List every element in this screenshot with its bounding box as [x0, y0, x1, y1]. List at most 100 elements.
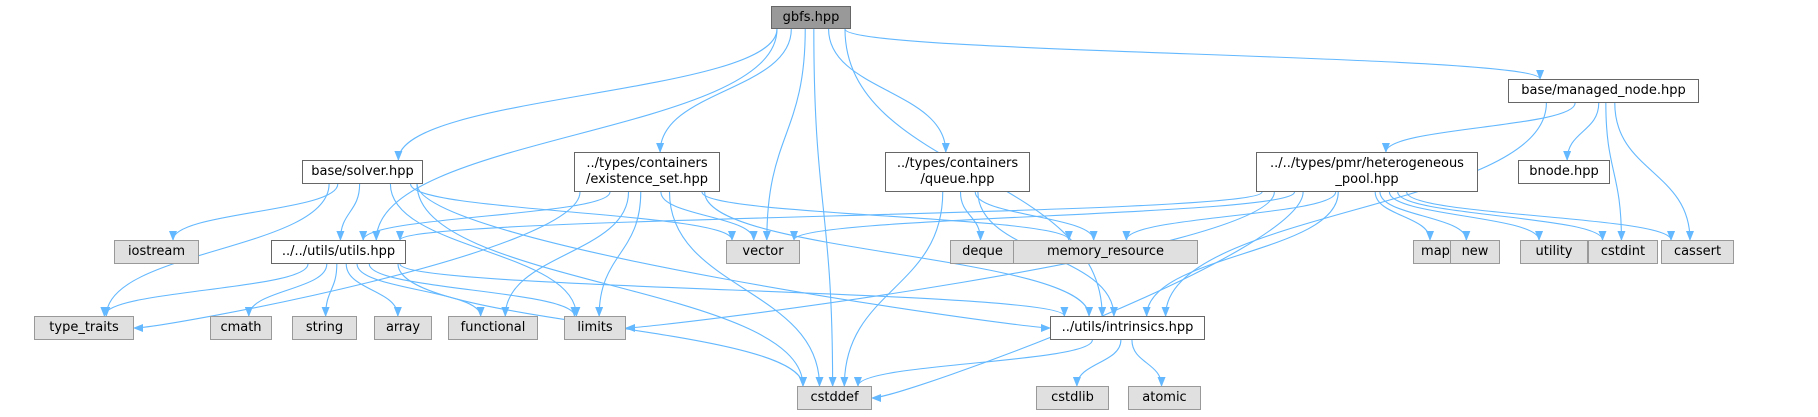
- edge-existence-set-to-limits: [595, 191, 642, 317]
- edge-heterogeneous-pool-to-utils: [396, 191, 1263, 241]
- node-string: string: [292, 316, 357, 340]
- node-label-line: deque: [962, 244, 1003, 259]
- node-label-line: _pool.hpp: [1335, 172, 1399, 187]
- edge-intrinsics-to-cstddef: [854, 339, 1093, 387]
- node-gbfs[interactable]: gbfs.hpp: [771, 6, 851, 29]
- node-array: array: [374, 316, 432, 340]
- edge-utils-to-intrinsics: [399, 263, 1069, 317]
- dependency-edges: [100, 28, 1694, 402]
- node-label-line: cmath: [220, 320, 262, 335]
- node-label-line: utility: [1535, 244, 1573, 259]
- node-label-line: cstdlib: [1051, 390, 1094, 405]
- node-label-line: base/solver.hpp: [311, 164, 414, 179]
- edge-solver-to-iostream: [169, 183, 339, 241]
- edge-existence-set-to-utils: [359, 191, 611, 241]
- edge-utils-to-functional: [356, 263, 485, 317]
- node-label-line: bnode.hpp: [1529, 164, 1599, 179]
- edge-heterogeneous-pool-to-intrinsics: [1142, 191, 1339, 317]
- edge-gbfs-to-utils: [372, 28, 778, 241]
- node-label-line: ../utils/intrinsics.hpp: [1061, 320, 1194, 335]
- edge-queue-to-deque: [959, 191, 985, 241]
- edge-gbfs-to-vector: [762, 28, 806, 241]
- node-label-line: limits: [577, 320, 613, 335]
- node-limits: limits: [564, 316, 626, 340]
- edge-heterogeneous-pool-to-limits: [625, 191, 1275, 332]
- node-cmath: cmath: [210, 316, 272, 340]
- edge-managed-node-to-cassert: [1614, 102, 1694, 241]
- node-existence-set[interactable]: ../types/containers/existence_set.hpp: [574, 152, 720, 192]
- edge-heterogeneous-pool-to-new: [1379, 191, 1471, 241]
- node-utility: utility: [1520, 240, 1588, 264]
- node-label-line: ../../utils/utils.hpp: [281, 244, 396, 259]
- edge-heterogeneous-pool-to-map: [1374, 191, 1434, 241]
- edge-solver-to-vector: [410, 183, 736, 241]
- node-label-line: /queue.hpp: [920, 172, 995, 187]
- edge-heterogeneous-pool-to-utility: [1388, 191, 1543, 241]
- edge-managed-node-to-bnode: [1563, 102, 1600, 161]
- edge-managed-node-to-heterogeneous-pool: [1381, 102, 1576, 153]
- edge-solver-to-intrinsics: [416, 183, 1051, 332]
- edge-existence-set-to-vector: [660, 191, 758, 241]
- node-new: new: [1450, 240, 1500, 264]
- edge-utils-to-cmath: [244, 263, 328, 317]
- node-type-traits: type_traits: [34, 316, 134, 340]
- edge-heterogeneous-pool-to-vector: [790, 191, 1296, 241]
- node-atomic: atomic: [1128, 386, 1201, 410]
- edge-queue-to-cstddef: [840, 191, 944, 387]
- node-label-line: map: [1421, 244, 1450, 259]
- edge-utils-to-array: [345, 263, 402, 317]
- edge-managed-node-to-cstdint: [1605, 102, 1626, 241]
- node-label-line: array: [385, 320, 421, 335]
- node-label-line: functional: [460, 320, 526, 335]
- node-cstddef: cstddef: [797, 386, 872, 410]
- edge-intrinsics-to-atomic: [1131, 339, 1166, 387]
- node-cstdint: cstdint: [1588, 240, 1658, 264]
- edge-gbfs-to-cstddef: [813, 28, 837, 387]
- edge-solver-to-type-traits: [102, 183, 330, 317]
- node-label-line: base/managed_node.hpp: [1521, 83, 1686, 98]
- edge-existence-set-to-memory-resource: [701, 191, 1073, 241]
- node-label-line: type_traits: [49, 320, 119, 335]
- node-label-line: ../types/containers: [896, 156, 1019, 171]
- edge-solver-to-utils: [336, 183, 361, 241]
- edge-gbfs-to-existence-set: [656, 28, 792, 153]
- node-managed-node[interactable]: base/managed_node.hpp: [1508, 79, 1699, 103]
- node-deque: deque: [950, 240, 1015, 264]
- edge-existence-set-to-cstddef: [668, 191, 824, 387]
- node-bnode[interactable]: bnode.hpp: [1518, 160, 1610, 184]
- node-cstdlib: cstdlib: [1036, 386, 1109, 410]
- node-queue[interactable]: ../types/containers/queue.hpp: [885, 152, 1030, 192]
- edge-managed-node-to-intrinsics: [1161, 102, 1547, 317]
- node-label-line: vector: [742, 244, 784, 259]
- node-label-line: iostream: [127, 244, 186, 259]
- node-label-line: cstddef: [810, 390, 859, 405]
- node-cassert: cassert: [1661, 240, 1734, 264]
- node-label-line: string: [305, 320, 344, 335]
- node-vector: vector: [726, 240, 800, 264]
- edge-heterogeneous-pool-to-memory-resource: [1122, 191, 1337, 241]
- node-solver[interactable]: base/solver.hpp: [302, 160, 423, 184]
- node-label-line: cstdint: [1600, 244, 1646, 259]
- node-label-line: new: [1461, 244, 1489, 259]
- node-memory-resource: memory_resource: [1013, 240, 1198, 264]
- node-label-line: cassert: [1673, 244, 1722, 259]
- node-label-line: ../../types/pmr/heterogeneous: [1270, 156, 1464, 171]
- edge-gbfs-to-solver: [394, 28, 778, 161]
- node-label-line: ../types/containers: [586, 156, 708, 171]
- edge-heterogeneous-pool-to-cassert: [1406, 191, 1675, 241]
- edge-gbfs-to-queue: [828, 28, 950, 153]
- node-functional: functional: [448, 316, 538, 340]
- node-iostream: iostream: [114, 240, 199, 264]
- node-utils[interactable]: ../../utils/utils.hpp: [271, 240, 406, 264]
- node-label-line: memory_resource: [1046, 244, 1165, 259]
- edge-gbfs-to-managed-node: [844, 28, 1544, 80]
- node-label-line: atomic: [1142, 390, 1187, 405]
- edge-utils-to-string: [321, 263, 338, 317]
- edge-utils-to-limits: [368, 263, 579, 317]
- node-label-line: gbfs.hpp: [782, 9, 840, 25]
- node-intrinsics[interactable]: ../utils/intrinsics.hpp: [1050, 316, 1205, 340]
- edge-intrinsics-to-cstdlib: [1072, 339, 1122, 387]
- node-heterogeneous-pool[interactable]: ../../types/pmr/heterogeneous_pool.hpp: [1256, 152, 1478, 192]
- node-label-line: /existence_set.hpp: [586, 172, 708, 187]
